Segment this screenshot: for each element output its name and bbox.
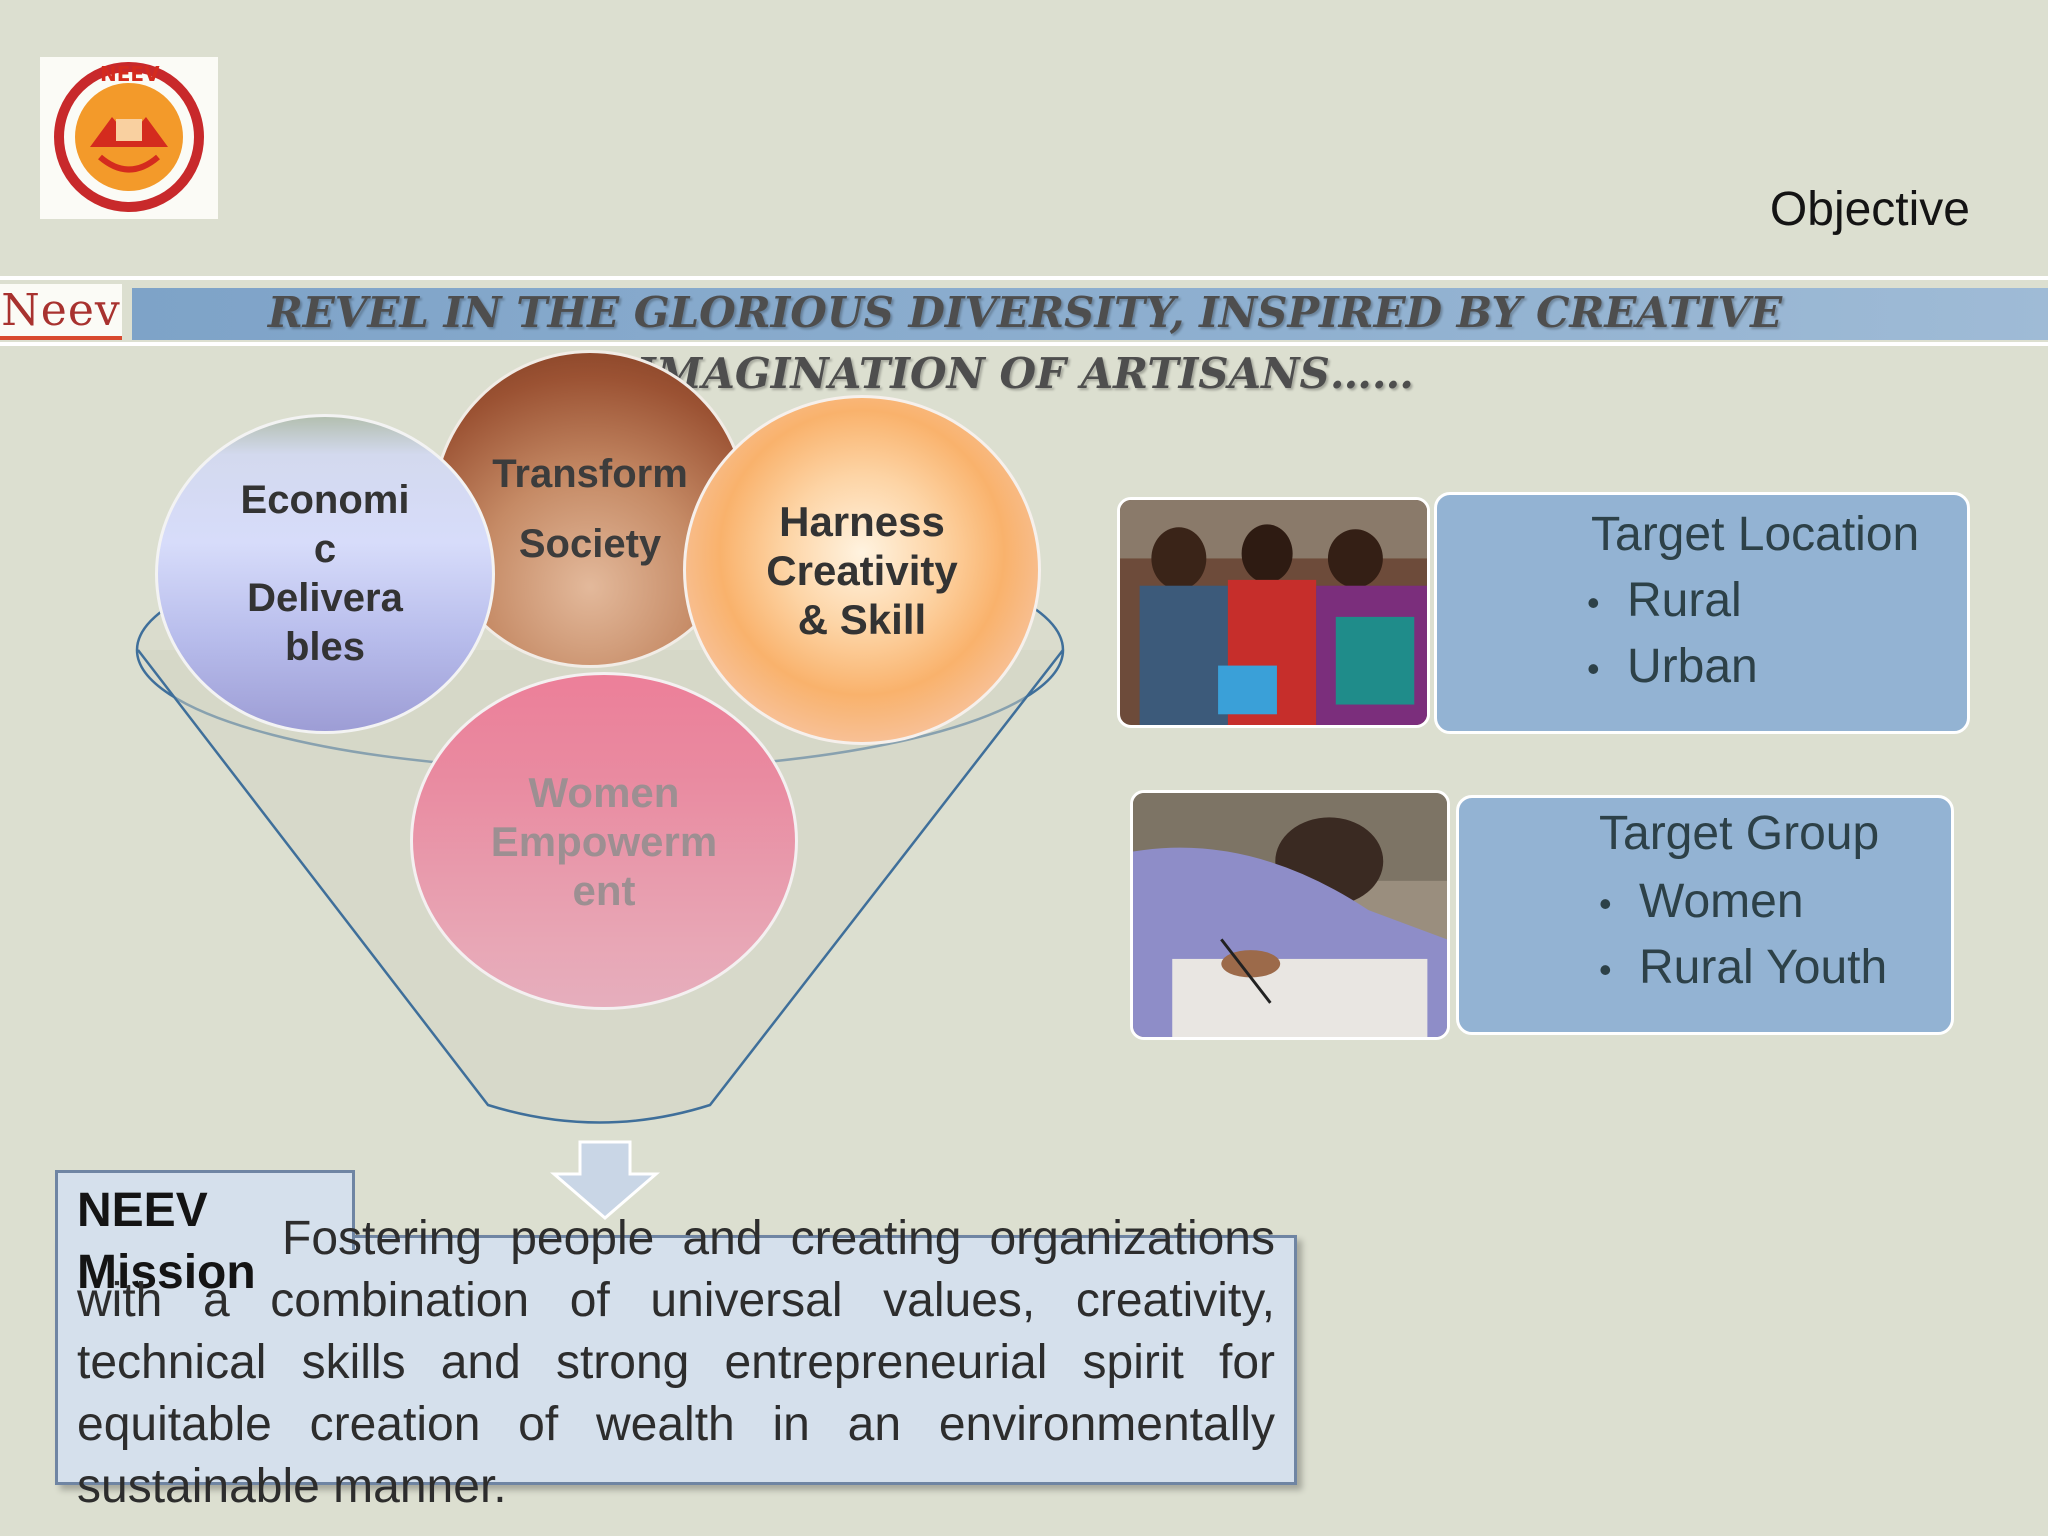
circle-economic-deliverables: Economi c Delivera bles xyxy=(155,414,495,734)
list-item: Rural xyxy=(1587,577,1758,625)
banner-tagline: REVEL IN THE GLORIOUS DIVERSITY, INSPIRE… xyxy=(267,288,1783,398)
mission-text: Fostering people and creating organizati… xyxy=(77,1212,1275,1513)
circle-economic-line4: bles xyxy=(284,625,366,669)
circle-transform-line1: Transform xyxy=(492,452,688,496)
target-group-list: Women Rural Youth xyxy=(1599,878,1887,1012)
list-item: Urban xyxy=(1587,643,1758,691)
target-location-title: Target Location xyxy=(1591,508,1920,561)
neev-logo: NEEV xyxy=(40,57,218,219)
circle-women-line3: ent xyxy=(572,866,636,914)
circle-economic-line3: Delivera xyxy=(247,576,403,620)
neev-wordmark: Neev xyxy=(0,284,122,340)
circle-harness-line2: Creativity xyxy=(766,546,958,594)
target-location-list: Rural Urban xyxy=(1587,577,1758,711)
mission-tab xyxy=(55,1170,355,1250)
target-group-box: Target Group Women Rural Youth xyxy=(1456,795,1954,1035)
logo-arc-text: NEEV xyxy=(100,62,160,86)
circle-harness-line3: & Skill xyxy=(797,595,927,643)
objective-heading: Objective xyxy=(1769,183,1970,236)
artisans-photo xyxy=(1117,497,1430,728)
circle-harness-creativity: Harness Creativity & Skill xyxy=(683,395,1041,745)
list-item: Women xyxy=(1599,878,1887,926)
list-item: Rural Youth xyxy=(1599,944,1887,992)
mission-title: NEEV Mission xyxy=(77,1184,256,1299)
circle-women-line2: Empowerm xyxy=(490,817,718,865)
target-location-box: Target Location Rural Urban xyxy=(1434,492,1970,734)
circle-harness-line1: Harness xyxy=(779,497,945,545)
circle-transform-line2: Society xyxy=(518,522,662,566)
circle-economic-line1: Economi xyxy=(240,478,410,522)
mission-box xyxy=(55,1235,1297,1485)
circle-women-line1: Women xyxy=(528,768,680,816)
banner-top-line xyxy=(0,276,2048,280)
target-group-title: Target Group xyxy=(1599,807,1880,860)
down-arrow-icon xyxy=(550,1140,660,1220)
banner-bottom-line xyxy=(0,342,2048,346)
circle-women-empowerment: Women Empowerm ent xyxy=(410,672,798,1010)
woman-writing-photo xyxy=(1130,790,1450,1040)
banner-bar xyxy=(132,288,2048,340)
circle-economic-line2: c xyxy=(313,527,337,571)
